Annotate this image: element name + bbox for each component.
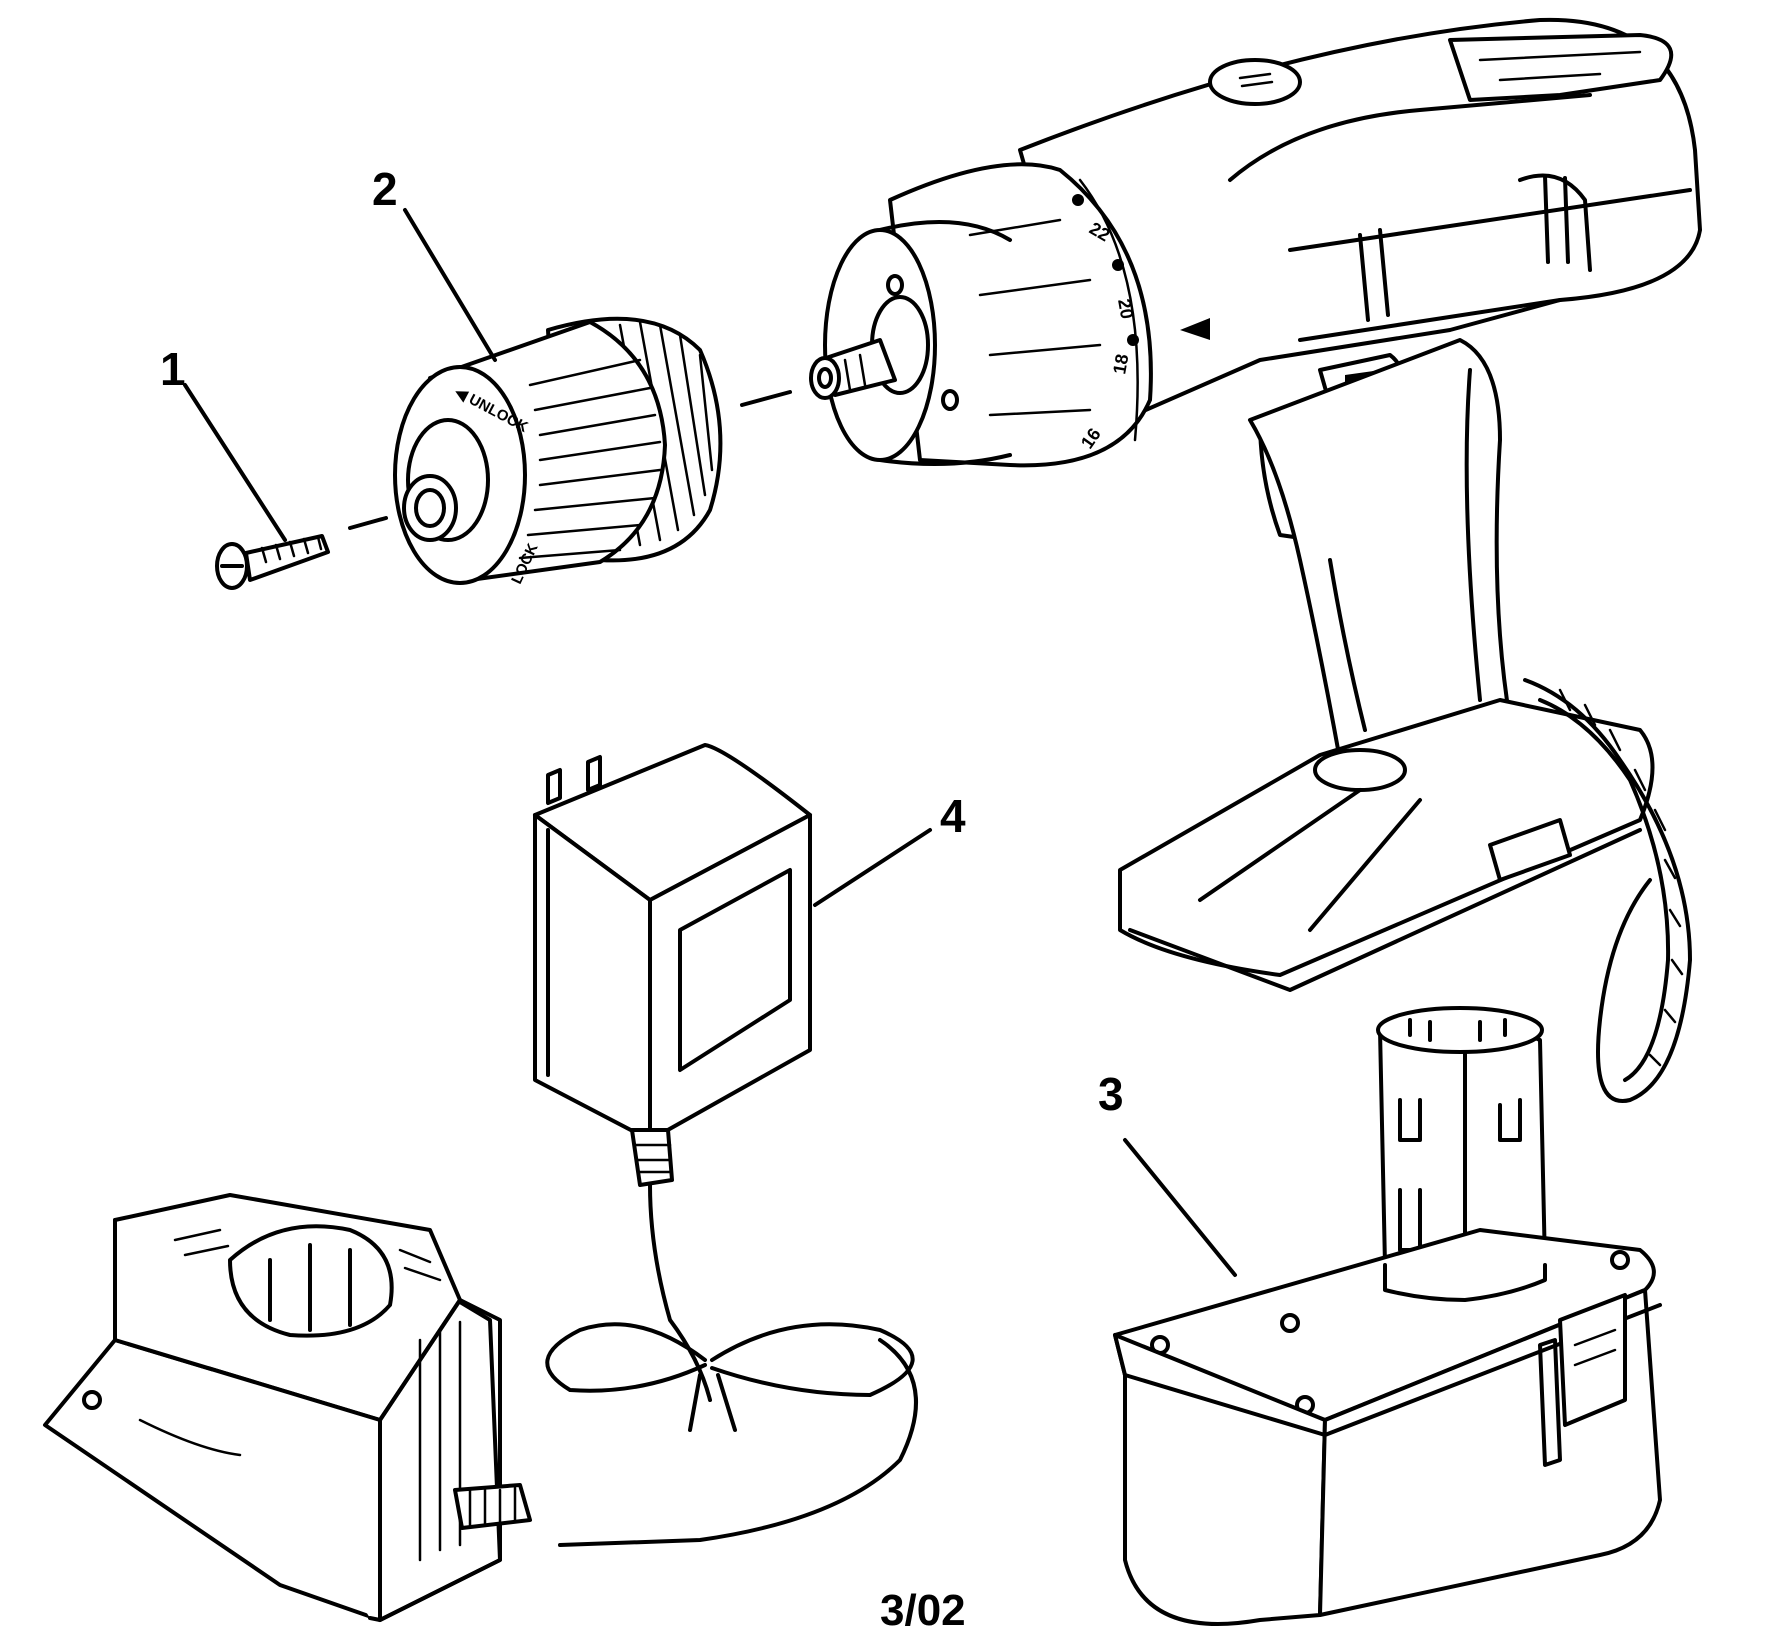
charger-base bbox=[43, 1193, 532, 1622]
svg-text:18: 18 bbox=[1109, 352, 1132, 375]
screw bbox=[215, 516, 388, 590]
date-code: 3/02 bbox=[880, 1586, 966, 1635]
keyless-chuck: ◀ UNLOCK LOCK bbox=[393, 316, 792, 587]
wall-adapter bbox=[533, 743, 932, 1547]
svg-text:20: 20 bbox=[1114, 297, 1137, 320]
callout-3: 3 bbox=[1098, 1068, 1124, 1120]
drill-body: 22 20 18 16 bbox=[809, 17, 1702, 992]
lanyard-strap bbox=[1523, 678, 1692, 1103]
callout-2: 2 bbox=[372, 163, 398, 215]
callout-1: 1 bbox=[160, 343, 186, 395]
callout-leaders bbox=[183, 208, 497, 542]
battery-pack bbox=[1113, 1006, 1662, 1626]
callout-4: 4 bbox=[940, 790, 966, 842]
